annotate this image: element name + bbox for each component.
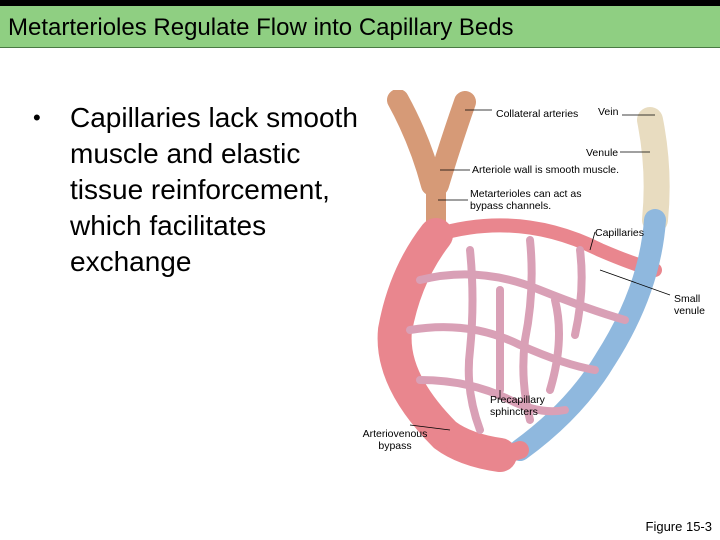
label-arteriovenous-bypass: Arteriovenous bypass <box>362 428 428 452</box>
title-bar: Metarterioles Regulate Flow into Capilla… <box>0 0 720 48</box>
arteriole-left-branch <box>387 89 443 196</box>
label-capillaries: Capillaries <box>595 227 645 239</box>
capillary-bed-figure: Collateral arteries Vein Venule Arteriol… <box>350 89 720 480</box>
bullet-marker: • <box>33 105 41 130</box>
av-bypass <box>436 426 529 464</box>
metarteriole <box>429 218 662 277</box>
vein-upper <box>637 107 670 233</box>
label-metarterioles: Metarterioles can act as bypass channels… <box>470 188 582 212</box>
label-venule: Venule <box>586 147 619 159</box>
label-collateral-arteries: Collateral arteries <box>496 108 579 120</box>
figure-caption: Figure 15-3 <box>645 519 712 534</box>
bullet-text: Capillaries lack smooth muscle and elast… <box>70 102 358 277</box>
label-arteriole-wall: Arteriole wall is smooth muscle. <box>472 164 620 176</box>
label-vein: Vein <box>598 106 619 118</box>
capillary-network <box>406 236 629 434</box>
capillary-bed-illustration <box>377 89 671 472</box>
slide-title: Metarterioles Regulate Flow into Capilla… <box>8 14 514 41</box>
leader-lines <box>409 109 671 431</box>
venous-vessel <box>509 209 666 461</box>
label-precapillary-sphincters: Precapillary sphincters <box>490 394 545 418</box>
arteriole-right-branch <box>427 91 476 196</box>
arterial-vessel <box>377 218 517 472</box>
label-small-venule: Small venule <box>674 293 705 317</box>
